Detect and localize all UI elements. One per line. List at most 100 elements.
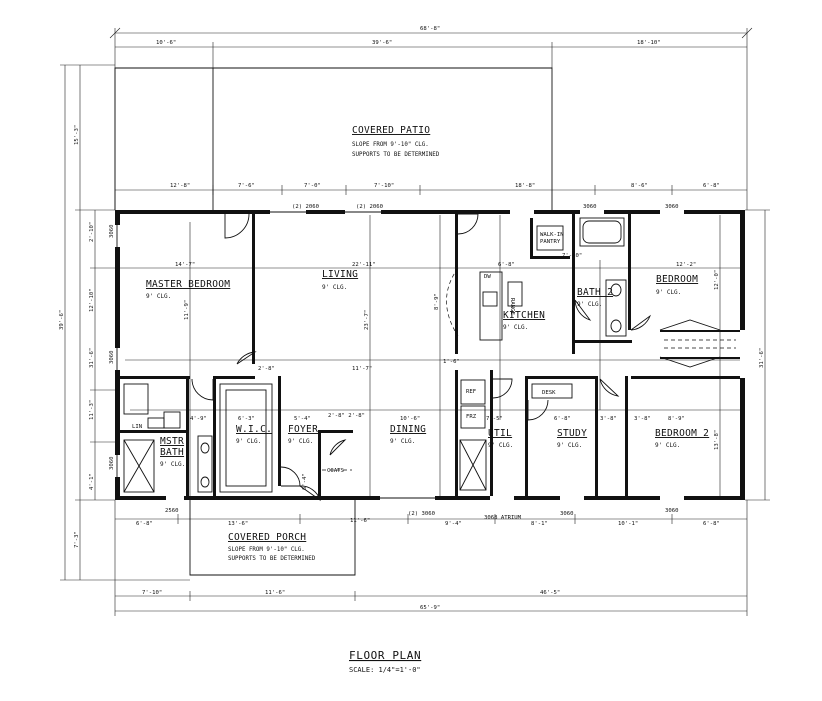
bath2-clg: 9' CLG.: [577, 301, 602, 308]
dim-lower-5: 9'-4": [445, 521, 462, 527]
dimension-lines: [60, 27, 770, 616]
room-labels: COVERED PATIO SLOPE FROM 9'-10" CLG. SUP…: [146, 125, 709, 562]
dim-bottom-2: 11'-6": [265, 590, 285, 596]
kitchen-label: KITCHEN: [503, 310, 545, 321]
master-bath-label1: MSTR: [160, 436, 184, 447]
window-3060-left-bot: 3060: [109, 457, 115, 470]
dim-foyer-w: 5'-4": [294, 416, 311, 422]
dim-lower-6: 8'-1": [531, 521, 548, 527]
wic-clg: 9' CLG.: [236, 438, 261, 445]
covered-patio-note1: SLOPE FROM 9'-10" CLG.: [352, 142, 429, 148]
bedroom2-clg: 9' CLG.: [655, 442, 680, 449]
master-bedroom-clg: 9' CLG.: [146, 293, 171, 300]
dim-study-w: 6'-8": [554, 416, 571, 422]
range-label: RANGE: [509, 298, 515, 315]
porch-outline: [189, 500, 356, 576]
desk-label: DESK: [542, 390, 556, 396]
dim-lower-2: 13'-6": [228, 521, 248, 527]
dim-upper-7: 6'-8": [703, 183, 720, 189]
dim-lower-1: 6'-8": [136, 521, 153, 527]
title-block: FLOOR PLAN SCALE: 1/4"=1'-0": [349, 649, 421, 674]
ref-label: REF: [466, 389, 477, 395]
dim-misc1: 1'-6": [443, 359, 460, 365]
wic-label: W.I.C.: [236, 424, 272, 435]
bedroom-clg: 9' CLG.: [656, 289, 681, 296]
dim-left-overall: 39'-6": [59, 310, 65, 330]
window-3060-a: 3060: [583, 204, 596, 210]
master-bath-label2: BATH: [160, 447, 184, 458]
coats-label: COATS: [327, 468, 344, 474]
foyer-label: FOYER: [288, 424, 318, 435]
plan-title: FLOOR PLAN: [349, 649, 421, 662]
dim-right-inner1: 12'-0": [714, 270, 720, 290]
exterior-walls: [115, 210, 745, 500]
lin-label: LIN: [132, 424, 142, 430]
dim-wic-w: 6'-3": [238, 416, 255, 422]
doors: [191, 213, 721, 502]
master-bath-clg: 9' CLG.: [160, 461, 185, 468]
dim-top-seg1: 10'-6": [156, 40, 176, 46]
covered-porch-label: COVERED PORCH: [228, 532, 306, 543]
dim-lower-3: 11'-6": [350, 518, 370, 524]
frz-label: FRZ: [466, 414, 477, 420]
dim-top-overall: 68'-8": [420, 26, 440, 32]
dining-label: DINING: [390, 424, 426, 435]
fixtures: [123, 217, 736, 493]
window-3060-left-mid: 3060: [109, 351, 115, 364]
dim-left-seg2: 7'-3": [74, 531, 80, 548]
window-2-3060: (2) 3060: [408, 511, 435, 517]
dim-kitchen-h: 8'-9": [434, 293, 440, 310]
dim-left-inner4: 4'-1": [89, 473, 95, 490]
master-bedroom-label: MASTER BEDROOM: [146, 279, 230, 290]
dining-clg: 9' CLG.: [390, 438, 415, 445]
fixture-labels: WALK-IN PANTRY DW RANGE REF FRZ DESK COA…: [132, 232, 564, 474]
dim-living-height: 23'-7": [364, 310, 370, 330]
dim-left-inner3: 11'-3": [89, 400, 95, 420]
dim-foyer-misc: 2'-8" 2'-8": [328, 413, 365, 419]
dim-top-seg2: 39'-6": [372, 40, 392, 46]
patio-outline: [114, 67, 553, 210]
util-clg: 9' CLG.: [488, 442, 513, 449]
atrium-door: 3068 ATRIUM: [484, 515, 522, 521]
window-3060-left-top: 3060: [109, 225, 115, 238]
dim-upper-3: 7'-0": [304, 183, 321, 189]
dim-bath2-w: 7'-10": [562, 253, 582, 259]
window-3060-c: 3060: [560, 511, 573, 517]
dim-bed2-w: 8'-9": [668, 416, 685, 422]
dim-bottom-overall: 65'-9": [420, 605, 440, 611]
bedroom-label: BEDROOM: [656, 274, 698, 285]
interior-walls: [120, 214, 740, 496]
bath2-label: BATH 2: [577, 287, 613, 298]
dim-bedroom-w: 12'-2": [676, 262, 696, 268]
window-3060-d: 3060: [665, 508, 678, 514]
dim-left-inner1: 2'-10": [89, 222, 95, 242]
dim-lower-7: 10'-1": [618, 521, 638, 527]
pantry-label1: WALK-IN: [540, 232, 564, 238]
dim-bottom-3: 46'-5": [540, 590, 560, 596]
dim-study-w2: 3'-8": [600, 416, 617, 422]
living-label: LIVING: [322, 269, 358, 280]
window-2-2060-a: (2) 2060: [292, 204, 319, 210]
study-clg: 9' CLG.: [557, 442, 582, 449]
dim-left-inner2: 12'-10": [89, 288, 95, 312]
dim-kitchen-w: 6'-8": [498, 262, 515, 268]
study-label: STUDY: [557, 428, 587, 439]
dim-upper-6: 8'-6": [631, 183, 648, 189]
dim-bottom-1: 7'-10": [142, 590, 162, 596]
dim-left-seg1: 15'-3": [74, 125, 80, 145]
dim-right-inner2: 13'-8": [714, 430, 720, 450]
dim-upper-4: 7'-10": [374, 183, 394, 189]
dim-living-width: 22'-11": [352, 262, 376, 268]
dim-misc3: 6'-4": [302, 473, 308, 490]
window-2-2060-b: (2) 2060: [356, 204, 383, 210]
covered-patio-label: COVERED PATIO: [352, 125, 430, 136]
dim-lower-8: 6'-8": [703, 521, 720, 527]
dim-upper-2: 7'-6": [238, 183, 255, 189]
dim-hall1: 2'-8": [258, 366, 275, 372]
living-clg: 9' CLG.: [322, 284, 347, 291]
dim-hall2: 4'-9": [190, 416, 207, 422]
window-2560: 2560: [165, 508, 178, 514]
window-callouts: (2) 2060 (2) 2060 3060 3060 2560 (2) 306…: [109, 204, 678, 521]
dim-misc2: 3'-8": [634, 416, 651, 422]
